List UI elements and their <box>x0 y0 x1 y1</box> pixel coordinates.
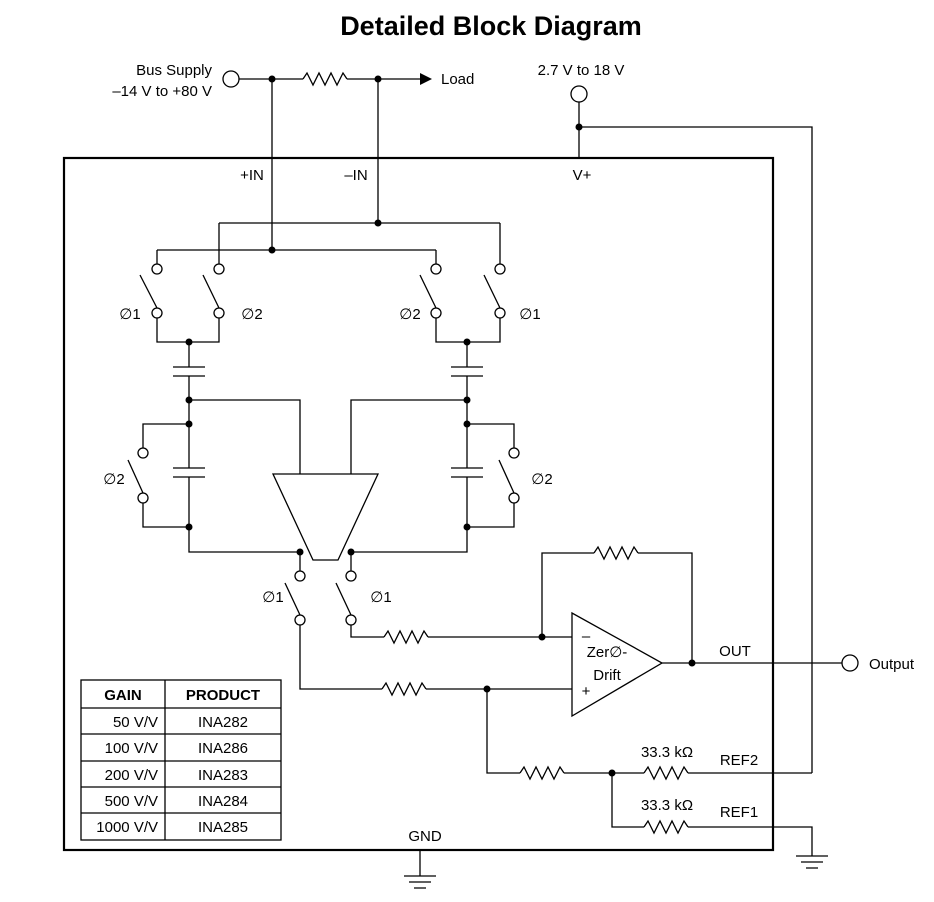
gain-table-header-gain: GAIN <box>104 687 142 704</box>
resistor-feedback <box>593 545 639 561</box>
ground-symbol-gnd <box>404 875 436 889</box>
ref2-resistor-value: 33.3 kΩ <box>641 744 693 761</box>
phase-label: ∅1 <box>119 306 140 323</box>
gain-table: GAIN PRODUCT 50 V/V INA282 100 V/V INA28… <box>80 679 282 841</box>
shunt-resistor <box>302 71 348 87</box>
bus-supply-terminal <box>222 70 240 88</box>
gain-table-header-product: PRODUCT <box>186 687 260 704</box>
resistor-ref1 <box>643 819 689 835</box>
switch-phi2-right-top <box>419 263 442 319</box>
chip-boundary <box>62 156 775 852</box>
switch-phi2-left-feedback <box>127 447 149 504</box>
phase-label: ∅2 <box>241 306 262 323</box>
supply-range-label: 2.7 V to 18 V <box>538 62 625 79</box>
switch-phi1-left-top <box>139 263 163 319</box>
phase-label: ∅2 <box>103 471 124 488</box>
gain-table-gain-cell: 100 V/V <box>105 740 158 757</box>
gain-table-product-cell: INA285 <box>198 819 248 836</box>
feedback-capacitor-right <box>451 467 483 478</box>
opamp-label-line2: Drift <box>593 667 621 684</box>
bus-supply-label: Bus Supply <box>136 62 212 79</box>
gain-table-gain-cell: 500 V/V <box>105 793 158 810</box>
phase-label: ∅2 <box>399 306 420 323</box>
phase-label: ∅1 <box>519 306 540 323</box>
resistor-ref-divider <box>519 765 565 781</box>
opamp-plus-sign: + <box>582 683 591 700</box>
pin-ref1: REF1 <box>720 804 758 821</box>
phase-label: ∅1 <box>370 589 391 606</box>
switch-phi1-output-left <box>284 570 306 626</box>
gain-table-product-cell: INA282 <box>198 714 248 731</box>
load-arrow <box>420 73 432 85</box>
diagram-title: Detailed Block Diagram <box>340 11 642 41</box>
gain-table-product-cell: INA286 <box>198 740 248 757</box>
resistor-inverting-input <box>383 629 429 645</box>
resistor-ref2 <box>643 765 689 781</box>
resistor-noninverting-input <box>381 681 427 697</box>
switch-phi2-right-feedback <box>498 447 520 504</box>
opamp-label-line1: Zer∅- <box>587 644 628 661</box>
pin-in-plus: +IN <box>240 167 264 184</box>
ground-symbol-ref1 <box>796 855 828 869</box>
input-capacitor-left <box>173 366 205 377</box>
output-terminal <box>841 654 859 672</box>
supply-terminal <box>570 85 588 103</box>
input-capacitor-right <box>451 366 483 377</box>
load-label: Load <box>441 71 474 88</box>
gain-table-product-cell: INA284 <box>198 793 248 810</box>
output-label: Output <box>869 656 915 673</box>
opamp-minus-sign: – <box>582 628 591 645</box>
zero-drift-opamp <box>571 611 664 718</box>
gain-table-product-cell: INA283 <box>198 767 248 784</box>
pin-vplus: V+ <box>573 167 592 184</box>
pin-in-minus: –IN <box>344 167 367 184</box>
bus-supply-range-label: –14 V to +80 V <box>112 83 212 100</box>
gain-table-gain-cell: 1000 V/V <box>96 819 158 836</box>
feedback-capacitor-left <box>173 467 205 478</box>
gain-table-gain-cell: 200 V/V <box>105 767 158 784</box>
bus-supply-source: Bus Supply –14 V to +80 V <box>112 62 240 100</box>
pin-ref2: REF2 <box>720 752 758 769</box>
phase-label: ∅2 <box>531 471 552 488</box>
pin-out: OUT <box>719 643 751 660</box>
pin-gnd: GND <box>408 828 442 845</box>
switch-phi1-right-top <box>483 263 506 319</box>
phase-label: ∅1 <box>262 589 283 606</box>
gain-table-gain-cell: 50 V/V <box>113 714 158 731</box>
switch-phi1-output-right <box>335 570 357 626</box>
switch-phi2-left-top <box>202 263 225 319</box>
ref1-resistor-value: 33.3 kΩ <box>641 797 693 814</box>
chopper-amplifier <box>271 473 380 561</box>
